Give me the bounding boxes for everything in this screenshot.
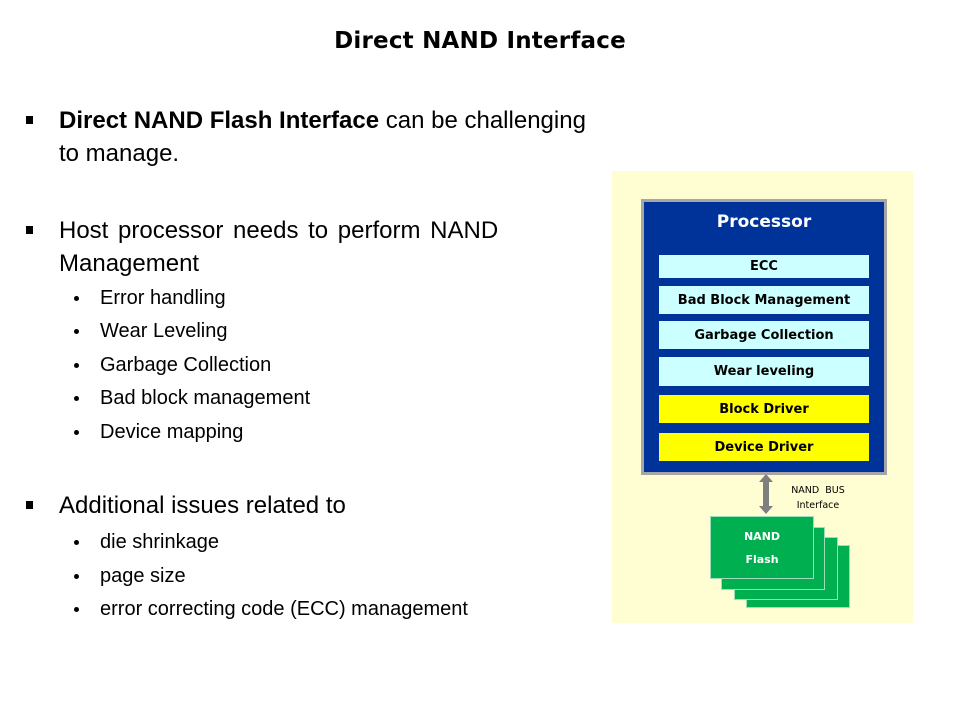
dot-bullet-icon bbox=[74, 430, 79, 435]
bullet-text: Additional issues related to bbox=[59, 492, 346, 519]
dot-bullet-icon bbox=[74, 540, 79, 545]
layer-garbage-collection: Garbage Collection bbox=[659, 321, 869, 349]
layer-device-driver: Device Driver bbox=[659, 433, 869, 461]
processor-label: Processor bbox=[716, 212, 812, 232]
dot-bullet-icon bbox=[74, 396, 79, 401]
bullet-text: Host processor needs to perform NAND bbox=[59, 217, 499, 244]
layer-ecc: ECC bbox=[659, 255, 869, 278]
slide-title: Direct NAND Interface bbox=[334, 28, 626, 54]
nand-label-line2: Flash bbox=[745, 553, 779, 566]
bullet-text: can be challenging bbox=[379, 107, 586, 134]
bullet-bold-text: Direct NAND Flash Interface bbox=[59, 107, 380, 134]
dot-bullet-icon bbox=[74, 329, 79, 334]
bidirectional-arrow-icon bbox=[759, 474, 773, 514]
layer-wear-leveling: Wear leveling bbox=[659, 357, 869, 386]
nand-label-line1: NAND bbox=[743, 530, 781, 543]
square-bullet-icon bbox=[26, 226, 33, 234]
nand-bus-label: NAND BUS Interface bbox=[791, 485, 845, 511]
layer-block-driver: Block Driver bbox=[659, 395, 869, 423]
layer-bad-block-management: Bad Block Management bbox=[659, 286, 869, 314]
bullet-text-cont: Management bbox=[59, 250, 200, 277]
dot-bullet-icon bbox=[74, 574, 79, 579]
square-bullet-icon bbox=[26, 116, 33, 124]
bullet-text-cont: to manage. bbox=[59, 140, 180, 167]
dot-bullet-icon bbox=[74, 607, 79, 612]
square-bullet-icon bbox=[26, 501, 33, 509]
dot-bullet-icon bbox=[74, 296, 79, 301]
processor-block: Processor ECC Bad Block Management Garba… bbox=[641, 199, 887, 475]
dot-bullet-icon bbox=[74, 363, 79, 368]
nand-flash-chip-front: NAND Flash bbox=[710, 516, 814, 579]
